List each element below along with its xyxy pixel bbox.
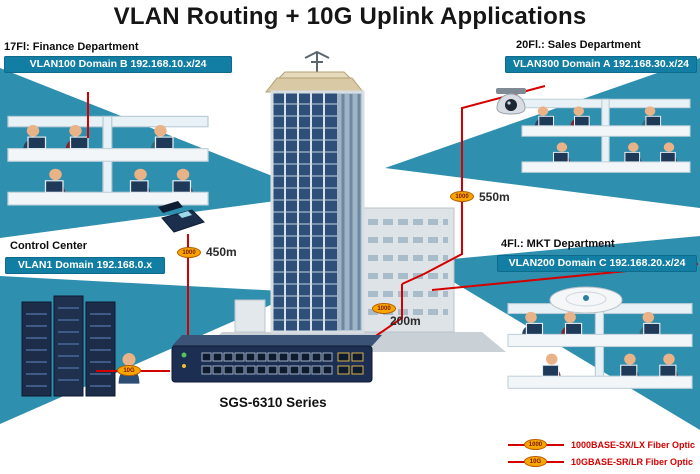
sales-vlan-banner: VLAN300 Domain A 192.168.30.x/24 [505, 56, 697, 73]
sales-dept-label: 20Fl.: Sales Department [516, 39, 641, 51]
distance-550m: 550m [479, 190, 510, 204]
building-illustration [202, 50, 506, 352]
legend-label-10gbase: 10GBASE-SR/LR Fiber Optic [570, 457, 693, 467]
mkt-dept-label: 4Fl.: MKT Department [501, 238, 615, 250]
legend-label-1000base: 1000BASE-SX/LX Fiber Optic [570, 440, 695, 450]
ip-phone-icon [158, 201, 205, 233]
legend-item-10gbase: 10G 10GBASE-SR/LR Fiber Optic [507, 456, 695, 468]
link-200m [369, 284, 403, 341]
control-vlan-banner: VLAN1 Domain 192.168.0.x [5, 257, 165, 274]
dome-camera-icon [496, 88, 526, 115]
gigabit-badge-450m: 1000 [177, 247, 201, 258]
tengig-badge-legend: 10G [523, 456, 547, 467]
gigabit-badge-200m: 1000 [372, 303, 396, 314]
page-title: VLAN Routing + 10G Uplink Applications [113, 3, 587, 30]
tengig-badge-control: 10G [117, 365, 141, 376]
server-rack-icon [21, 295, 140, 397]
legend-fiber-line: 1000 [507, 439, 564, 450]
gigabit-badge-legend: 1000 [523, 439, 547, 450]
legend-fiber-line: 10G [507, 456, 564, 467]
switch-model-label: SGS-6310 Series [219, 395, 327, 410]
finance-dept-label: 17Fl: Finance Department [4, 41, 139, 53]
legend-item-1000base: 1000 1000BASE-SX/LX Fiber Optic [507, 439, 695, 451]
distance-200m: 200m [390, 314, 421, 328]
mkt-vlan-banner: VLAN200 Domain C 192.168.20.x/24 [497, 255, 697, 272]
link-550m [401, 85, 546, 285]
control-center-label: Control Center [10, 240, 87, 252]
gigabit-badge-550m: 1000 [450, 191, 474, 202]
distance-450m: 450m [206, 245, 237, 259]
legend: 1000 1000BASE-SX/LX Fiber Optic 10G 10GB… [507, 439, 695, 468]
finance-vlan-banner: VLAN100 Domain B 192.168.10.x/24 [4, 56, 232, 73]
wireless-ap-icon [549, 286, 623, 314]
switch-illustration [171, 335, 382, 383]
